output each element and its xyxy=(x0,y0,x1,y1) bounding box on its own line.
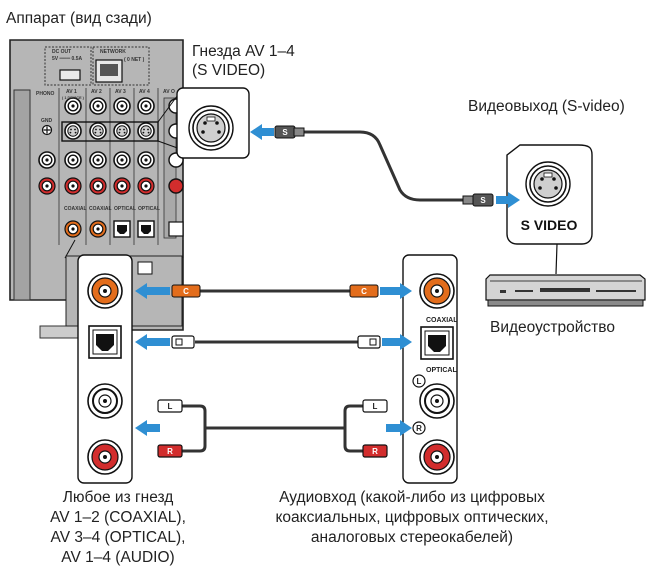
any-jack-caption: Любое из гнезд AV 1–2 (COAXIAL), AV 3–4 … xyxy=(28,488,208,568)
audio-in-caption: Аудиовход (какой-либо из цифровых коакси… xyxy=(262,488,562,548)
any-jack-line: AV 1–2 (COAXIAL), xyxy=(50,509,186,526)
any-jack-line: Любое из гнезд xyxy=(62,489,174,506)
phono-text: PHONO xyxy=(36,91,54,97)
plug-r-left: R xyxy=(167,447,173,456)
av-jacks-label-line2: (S VIDEO) xyxy=(192,62,266,79)
plug-c-right: C xyxy=(361,287,367,296)
arrow-icon xyxy=(382,334,412,350)
any-jack-line: AV 3–4 (OPTICAL), xyxy=(50,529,186,546)
arrow-icon xyxy=(135,283,170,299)
arrow-icon xyxy=(135,334,170,350)
dc-out-text: DC OUT xyxy=(52,49,71,55)
left-mark: L xyxy=(417,377,422,386)
net-set-text: ( 0 NET ) xyxy=(124,57,145,63)
av1-sub-text: ( 1 DEVICE ) xyxy=(62,96,85,100)
audio-in-line: коаксиальных, цифровых оптических, xyxy=(275,509,549,526)
video-device-icon xyxy=(485,274,646,307)
coaxial-cable: C C xyxy=(135,283,412,299)
device-audio-jack-panel: COAXIAL OPTICAL L R xyxy=(402,254,458,484)
audio-in-line: Аудиовход (какой-либо из цифровых xyxy=(279,489,545,506)
arrow-icon xyxy=(250,124,274,140)
svideo-zoom-callout xyxy=(157,87,250,159)
device-svideo-panel: S VIDEO xyxy=(506,144,593,275)
plug-s-left: S xyxy=(282,128,288,137)
arrow-icon xyxy=(496,192,520,208)
optical-a-text: OPTICAL xyxy=(114,206,136,212)
optical-device-text: OPTICAL xyxy=(426,367,457,374)
receiver-jack-zoom xyxy=(64,239,184,484)
video-out-label: Видеовыход (S-video) xyxy=(468,98,625,115)
unit-rear-title: Аппарат (вид сзади) xyxy=(6,10,152,27)
plug-c-left: C xyxy=(183,287,189,296)
av-cut-text: AV O xyxy=(163,89,175,95)
plug-s-right: S xyxy=(480,196,486,205)
arrow-icon xyxy=(380,283,412,299)
arrow-icon xyxy=(386,420,412,436)
coaxial-b-text: COAXIAL xyxy=(89,206,112,212)
plug-l-left: L xyxy=(168,402,173,411)
av-jacks-label-line1: Гнезда AV 1–4 xyxy=(192,43,295,60)
audio-in-line: аналоговых стереокабелей) xyxy=(310,529,514,546)
any-jack-line: AV 1–4 (AUDIO) xyxy=(61,549,175,566)
network-text: NETWORK xyxy=(100,49,126,55)
right-mark: R xyxy=(416,424,422,433)
gnd-text: GND xyxy=(41,118,53,124)
av4-text: AV 4 xyxy=(139,89,150,95)
coaxial-a-text: COAXIAL xyxy=(64,206,87,212)
optical-cable xyxy=(135,334,412,350)
svideo-cable: S S xyxy=(250,124,520,208)
video-device-label: Видеоустройство xyxy=(490,319,615,336)
optical-b-text: OPTICAL xyxy=(138,206,160,212)
av3-text: AV 3 xyxy=(115,89,126,95)
arrow-icon xyxy=(135,420,160,436)
av1-text: AV 1 xyxy=(66,89,77,95)
plug-r-right: R xyxy=(372,447,378,456)
plug-l-right: L xyxy=(373,402,378,411)
stereo-audio-cable: L R L R xyxy=(135,399,412,458)
av2-text: AV 2 xyxy=(91,89,102,95)
dc-spec-text: 5V ═══ 0.5A xyxy=(52,56,82,62)
svideo-panel-label: S VIDEO xyxy=(521,217,578,233)
coaxial-device-text: COAXIAL xyxy=(426,317,458,324)
